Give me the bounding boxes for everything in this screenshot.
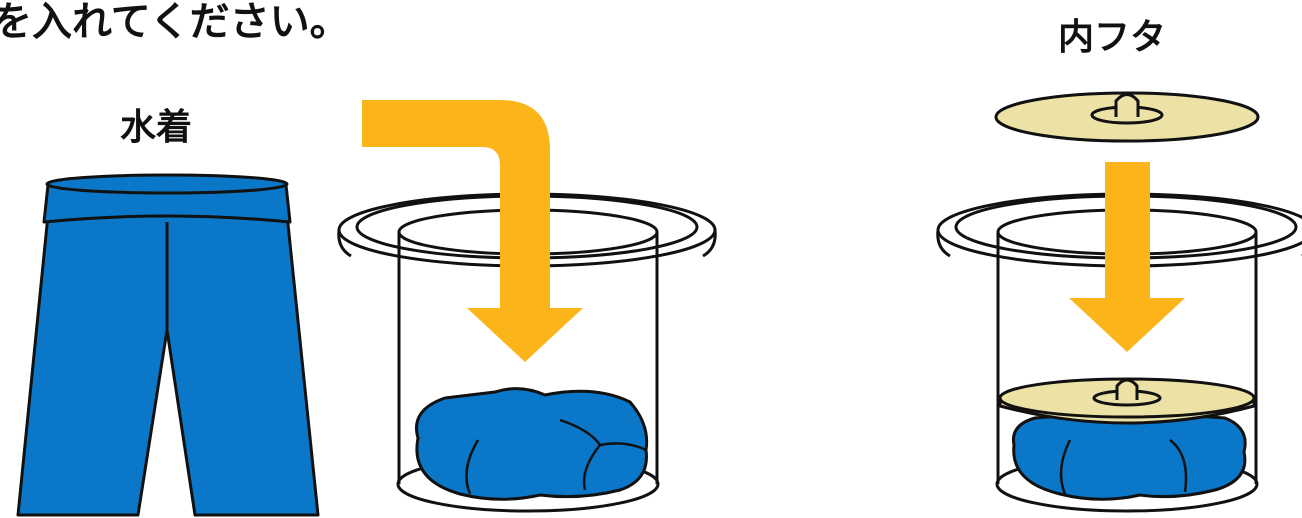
inner-lid-icon-floating <box>996 93 1258 141</box>
folded-swimsuit-icon-left <box>417 389 647 500</box>
folded-swimsuit-icon-right <box>1013 414 1245 499</box>
l-shaped-arrow-icon <box>362 100 583 362</box>
swim-shorts-icon <box>18 175 318 515</box>
